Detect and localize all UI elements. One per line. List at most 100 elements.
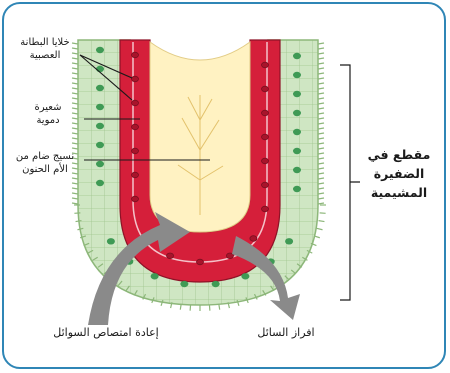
microvillus [318, 48, 324, 49]
cell-nucleus [180, 281, 188, 287]
microvillus [317, 228, 323, 229]
cell-nucleus [293, 53, 301, 59]
microvillus [318, 53, 324, 54]
microvillus [72, 73, 78, 74]
cell-nucleus [107, 238, 115, 244]
red-blood-cell [262, 134, 269, 140]
label-capillary-line2: دموية [12, 114, 84, 127]
microvillus [72, 138, 78, 139]
red-blood-cell [132, 196, 139, 202]
cell-nucleus [293, 167, 301, 173]
cell-nucleus [96, 66, 104, 72]
microvillus [72, 78, 78, 79]
label-capillary-line1: شعيرة [12, 101, 84, 114]
label-pia-line2: الأم الحنون [2, 163, 88, 176]
microvillus [318, 133, 324, 134]
microvillus [72, 198, 78, 199]
microvillus [72, 63, 78, 64]
microvillus [318, 183, 324, 184]
microvillus [318, 113, 324, 114]
label-pia-line1: نسيج ضام من [2, 150, 88, 163]
microvillus [318, 193, 324, 194]
red-blood-cell [132, 172, 139, 178]
cell-nucleus [96, 47, 104, 53]
cell-nucleus [293, 186, 301, 192]
cell-nucleus [241, 273, 249, 279]
cell-nucleus [96, 142, 104, 148]
red-blood-cell [132, 76, 139, 82]
microvillus [318, 173, 324, 174]
label-section-line1: مقطع في [360, 145, 438, 164]
cell-nucleus [96, 85, 104, 91]
cell-nucleus [285, 238, 293, 244]
microvillus [72, 178, 78, 179]
microvillus [318, 93, 324, 94]
microvillus [318, 128, 324, 129]
red-blood-cell [262, 158, 269, 164]
red-blood-cell [132, 100, 139, 106]
red-blood-cell [250, 236, 257, 242]
microvillus [318, 83, 324, 84]
cell-nucleus [151, 273, 159, 279]
microvillus [72, 83, 78, 84]
red-blood-cell [262, 182, 269, 188]
microvillus [72, 133, 78, 134]
microvillus [318, 203, 324, 204]
microvillus [318, 198, 324, 199]
microvillus [318, 98, 324, 99]
microvillus [318, 188, 324, 189]
microvillus [72, 68, 78, 69]
microvillus [318, 63, 324, 64]
section-bracket [340, 65, 360, 300]
microvillus [72, 93, 78, 94]
microvillus [72, 143, 78, 144]
cell-nucleus [293, 91, 301, 97]
label-section-line2: الضفيرة [360, 164, 438, 183]
label-pia-tissue: نسيج ضام من الأم الحنون [2, 150, 88, 176]
microvillus [318, 88, 324, 89]
cell-nucleus [293, 110, 301, 116]
cell-nucleus [96, 161, 104, 167]
label-capillary: شعيرة دموية [12, 101, 84, 127]
red-blood-cell [132, 124, 139, 130]
cell-nucleus [212, 281, 220, 287]
cell-nucleus [293, 129, 301, 135]
microvillus [318, 148, 324, 149]
microvillus [318, 78, 324, 79]
label-neurothelial-line1: خلايا البطانة [6, 36, 84, 49]
red-blood-cell [262, 110, 269, 116]
microvillus [318, 153, 324, 154]
red-blood-cell [262, 206, 269, 212]
microvillus [318, 163, 324, 164]
microvillus [72, 203, 78, 204]
microvillus [318, 123, 324, 124]
microvillus [72, 193, 78, 194]
microvillus [318, 158, 324, 159]
microvillus [318, 108, 324, 109]
microvillus [318, 138, 324, 139]
label-section-title: مقطع في الضفيرة المشيمية [360, 145, 438, 202]
cell-nucleus [96, 104, 104, 110]
red-blood-cell [197, 259, 204, 265]
red-blood-cell [262, 86, 269, 92]
label-section-line3: المشيمية [360, 183, 438, 202]
cell-nucleus [293, 148, 301, 154]
microvillus [318, 43, 324, 44]
label-neurothelial-cells: خلايا البطانة العصبية [6, 36, 84, 62]
label-secretion: افراز السائل [236, 326, 336, 339]
microvillus [72, 98, 78, 99]
microvillus [318, 73, 324, 74]
red-blood-cell [132, 52, 139, 58]
cell-nucleus [293, 72, 301, 78]
microvillus [72, 128, 78, 129]
cell-nucleus [96, 123, 104, 129]
red-blood-cell [262, 62, 269, 68]
cell-nucleus [96, 180, 104, 186]
microvillus [318, 143, 324, 144]
red-blood-cell [167, 253, 174, 259]
microvillus [318, 168, 324, 169]
label-reabsorption: إعادة امتصاص السوائل [36, 326, 176, 339]
microvillus [72, 88, 78, 89]
microvillus [72, 148, 78, 149]
microvillus [318, 58, 324, 59]
